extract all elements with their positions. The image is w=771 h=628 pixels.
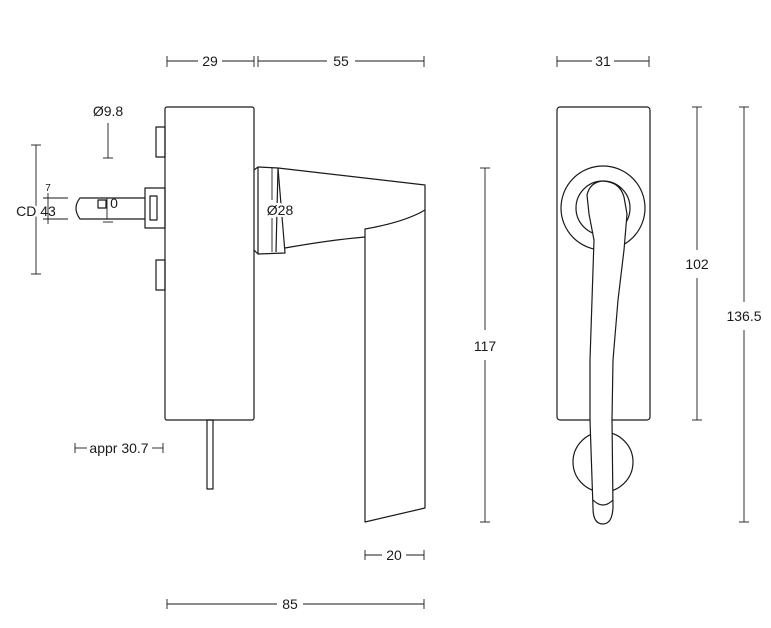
spindle-ring <box>149 195 158 221</box>
dim-20: 20 <box>386 547 402 563</box>
spindle-collar <box>144 187 166 229</box>
dim-29: 29 <box>202 53 218 69</box>
dim-117: 117 <box>474 338 497 354</box>
lower-lug <box>155 259 166 291</box>
dim-85: 85 <box>282 596 298 612</box>
upper-lug <box>155 126 166 158</box>
lever-arm-side <box>277 167 426 523</box>
rose <box>253 166 259 255</box>
dim-136-5: 136.5 <box>726 308 761 324</box>
push-rod <box>206 419 214 490</box>
dim-cd: CD 43 <box>16 203 56 219</box>
dim-approx: appr 30.7 <box>89 440 148 456</box>
dim-rose-dia: Ø28 <box>267 202 294 218</box>
dim-102: 102 <box>685 256 709 272</box>
dim-7: 7 <box>45 183 51 194</box>
body-block <box>164 106 255 421</box>
side-view: 29 55 Ø9.8 CD 43 7 0 Ø28 appr 30.7 <box>14 53 497 612</box>
square-symbol <box>97 199 107 209</box>
dim-31: 31 <box>595 53 611 69</box>
spindle-shaft <box>75 197 145 220</box>
front-view: 31 102 136.5 <box>556 53 762 525</box>
dim-spindle-dia: Ø9.8 <box>93 103 124 119</box>
dim-55: 55 <box>333 53 349 69</box>
dim-square-value: 0 <box>110 195 118 211</box>
lever-front <box>586 180 628 525</box>
